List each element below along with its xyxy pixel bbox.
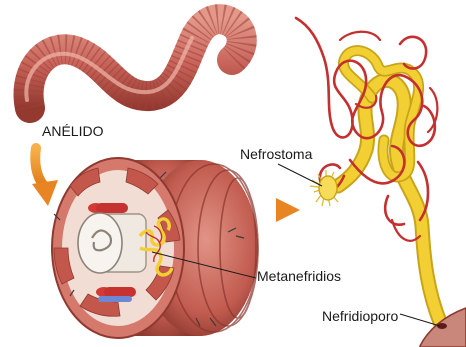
ventral-nerve-cord xyxy=(98,296,132,302)
body-segment-cross-section xyxy=(52,158,258,338)
leader-nefrostoma xyxy=(278,164,322,186)
metanephridium-enlarged xyxy=(296,18,466,347)
arrow-segment-to-nephridium xyxy=(256,198,300,222)
label-nefridioporo: Nefridioporo xyxy=(322,308,398,324)
label-anelido: ANÉLIDO xyxy=(42,123,103,139)
nephrostome-funnel xyxy=(310,170,338,206)
label-metanefridios: Metanefridios xyxy=(257,268,341,284)
label-nefrostoma: Nefrostoma xyxy=(240,146,312,162)
earthworm-illustration xyxy=(26,19,241,108)
arrow-worm-to-segment xyxy=(32,148,58,206)
intestine xyxy=(78,213,146,273)
